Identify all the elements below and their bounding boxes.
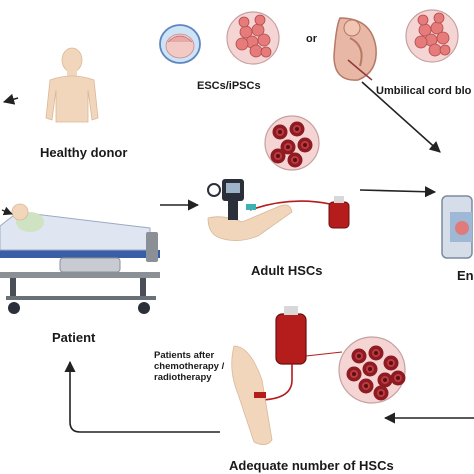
label-umbilical-cord: Umbilical cord blo <box>376 85 472 97</box>
esc-cell-cluster <box>226 11 280 65</box>
esc-dish-icon <box>159 24 201 64</box>
arrow-to-edge-top-left <box>2 93 19 105</box>
blood-draw-arm <box>207 179 331 241</box>
infusion-arm <box>231 345 273 445</box>
blood-bag-small-icon <box>328 196 350 229</box>
fetus-umbilical-icon <box>333 17 377 81</box>
label-adult-hscs: Adult HSCs <box>251 263 323 278</box>
label-adequate-hscs: Adequate number of HSCs <box>229 458 394 473</box>
label-en-partial: En <box>457 268 474 283</box>
cord-cell-cluster <box>405 9 459 63</box>
label-or: or <box>306 33 317 45</box>
engineering-device-icon <box>441 195 473 259</box>
adult-hsc-cell-cluster <box>264 115 320 171</box>
label-esc-ipsc: ESCs/iPSCs <box>197 80 261 92</box>
label-patient: Patient <box>52 330 96 345</box>
arrow-adult-to-engineering <box>359 186 437 198</box>
label-healthy-donor: Healthy donor <box>40 145 128 160</box>
arrow-adequate-to-patient <box>64 360 220 433</box>
label-patients-after: Patients after chemotherapy / radiothera… <box>154 350 225 383</box>
healthy-donor-figure <box>45 47 99 123</box>
patient-bed-figure <box>0 203 160 314</box>
blood-bag-large-icon <box>257 306 343 401</box>
arrow-cord-to-engineering <box>361 81 441 153</box>
adequate-hsc-cell-cluster <box>338 336 406 404</box>
